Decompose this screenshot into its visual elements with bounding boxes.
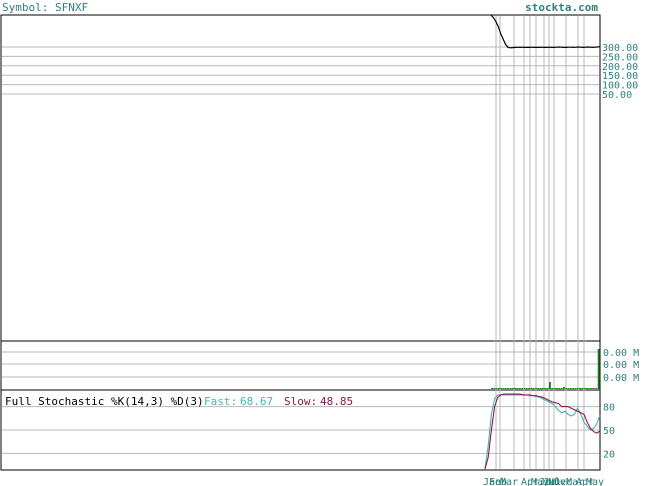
price-tick-label-2: 250.00 <box>602 52 638 63</box>
volume-bar-35 <box>569 388 572 389</box>
volume-bar-14 <box>521 388 523 389</box>
volume-bar-45 <box>593 388 595 389</box>
volume-bar-43 <box>588 388 591 389</box>
volume-bar-19 <box>532 388 535 389</box>
volume-bar-7 <box>504 388 507 389</box>
stochastic-slow-line <box>484 393 601 470</box>
volume-bar-2 <box>493 388 496 389</box>
volume-bar-33 <box>565 388 568 389</box>
volume-bar-39 <box>579 388 581 389</box>
volume-bar-38 <box>576 388 579 389</box>
volume-bar-9 <box>509 388 512 389</box>
price-tick-label-3: 200.00 <box>602 62 638 73</box>
volume-bar-31 <box>560 388 563 389</box>
volume-bar-40 <box>581 388 584 389</box>
x-tick-label-10: Mar <box>566 477 584 486</box>
stochastic-series-layer <box>484 393 601 470</box>
x-tick-label-8: Nov <box>548 477 566 486</box>
x-tick-label-3: Mar <box>500 477 518 486</box>
x-tick-label-4: Apr <box>521 477 539 486</box>
stochastic-slow-value: 48.85 <box>320 395 353 408</box>
volume-tick-label-2: 0.00 M <box>603 360 639 371</box>
stochastic-tick-label-1: 80 <box>603 403 615 414</box>
price-tick-label-6: 50.00 <box>602 90 632 101</box>
x-tick-label-6: Jun <box>539 477 557 486</box>
volume-bar-12 <box>516 388 519 389</box>
stochastic-panel-frame <box>0 389 601 471</box>
volume-panel-frame <box>0 340 601 391</box>
volume-bar-5 <box>500 388 503 389</box>
volume-bar-13 <box>518 388 521 389</box>
x-tick-label-12: May <box>586 477 604 486</box>
volume-bar-29 <box>555 388 558 389</box>
stochastic-slow-label: Slow: <box>284 395 317 408</box>
x-tick-label-7: Jul <box>543 477 561 486</box>
volume-bar-34 <box>567 388 570 389</box>
volume-bar-16 <box>525 388 528 389</box>
stochastic-fast-line <box>484 394 601 470</box>
volume-bar-32 <box>562 387 565 389</box>
volume-bar-28 <box>553 388 556 389</box>
volume-bar-6 <box>502 388 505 389</box>
volume-bar-21 <box>537 388 540 389</box>
stochastic-fast-label: Fast: <box>204 395 237 408</box>
volume-bars-layer <box>491 349 600 389</box>
volume-bar-44 <box>590 388 593 389</box>
volume-bar-3 <box>495 388 498 389</box>
volume-bar-23 <box>542 388 544 389</box>
volume-bar-17 <box>528 388 530 389</box>
price-tick-label-5: 100.00 <box>602 81 638 92</box>
site-label[interactable]: stockta.com <box>525 1 598 14</box>
stochastic-title: Full Stochastic %K(14,3) %D(3) <box>5 395 204 408</box>
volume-bar-37 <box>574 388 577 389</box>
volume-bar-24 <box>544 388 547 389</box>
volume-bar-47 <box>597 349 600 389</box>
volume-bar-11 <box>514 388 517 389</box>
x-tick-label-1: Jan <box>483 477 501 486</box>
price-series-layer <box>490 14 601 49</box>
x-tick-label-11: Apr <box>576 477 594 486</box>
volume-tick-label-3: 0.00 M <box>603 373 639 384</box>
volume-bar-10 <box>511 388 514 389</box>
x-tick-label-2: Feb <box>489 477 507 486</box>
symbol-label: Symbol: SFNXF <box>2 1 88 14</box>
price-tick-label-1: 300.00 <box>602 43 638 54</box>
volume-bar-27 <box>551 388 554 389</box>
volume-bar-41 <box>583 388 586 389</box>
stochastic-tick-label-3: 20 <box>603 449 615 460</box>
stochastic-fast-value: 68.67 <box>240 395 273 408</box>
grid-layer <box>2 16 599 469</box>
volume-bar-22 <box>539 388 542 389</box>
price-series-line <box>490 14 601 49</box>
volume-bar-18 <box>530 388 533 389</box>
volume-bar-42 <box>586 388 588 389</box>
volume-bar-4 <box>498 388 500 389</box>
volume-bar-26 <box>549 382 551 389</box>
price-tick-label-4: 150.00 <box>602 71 638 82</box>
volume-tick-label-1: 0.00 M <box>603 348 639 359</box>
volume-bar-8 <box>507 388 510 389</box>
volume-bar-25 <box>546 388 549 389</box>
volume-bar-30 <box>558 388 561 389</box>
volume-bar-20 <box>535 388 537 389</box>
volume-bar-46 <box>595 388 598 389</box>
volume-bar-1 <box>491 388 493 389</box>
volume-bar-36 <box>572 388 575 389</box>
volume-bar-15 <box>523 388 526 389</box>
x-tick-label-9: Dec <box>554 477 572 486</box>
x-tick-label-5: May <box>531 477 549 486</box>
price-panel-frame <box>0 14 601 342</box>
stochastic-tick-label-2: 50 <box>603 426 615 437</box>
